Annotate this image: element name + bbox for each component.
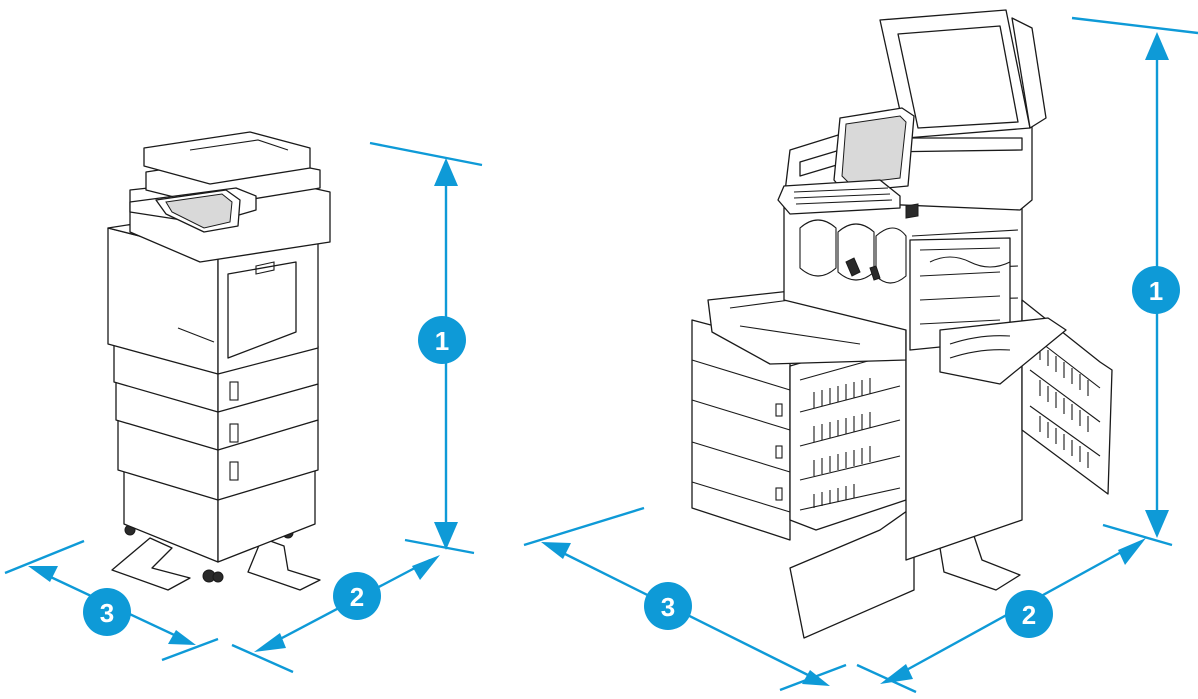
- callout-badge-1-left: 1: [418, 316, 466, 364]
- callout-badge-2-left: 2: [333, 572, 381, 620]
- callout-badge-3-right: 3: [644, 582, 692, 630]
- printer-closed-illustration: [107, 131, 331, 591]
- svg-text:1: 1: [435, 326, 449, 356]
- printer-open-illustration: [691, 9, 1113, 639]
- dimension-height-open: 1: [1071, 16, 1198, 547]
- dimension-depth-open: 2: [856, 538, 1146, 694]
- svg-text:2: 2: [1022, 600, 1036, 630]
- svg-text:3: 3: [100, 598, 114, 628]
- dimension-height-closed: 1: [369, 141, 483, 555]
- callout-badge-1-right: 1: [1132, 266, 1180, 314]
- svg-text:2: 2: [350, 582, 364, 612]
- svg-text:1: 1: [1149, 276, 1163, 306]
- dimension-depth-closed: 2: [231, 555, 440, 674]
- svg-text:3: 3: [661, 592, 675, 622]
- callout-badge-3-left: 3: [83, 588, 131, 636]
- callout-badge-2-right: 2: [1005, 590, 1053, 638]
- dimension-width-closed: 3: [4, 539, 219, 662]
- dimension-width-open: 3: [523, 506, 847, 692]
